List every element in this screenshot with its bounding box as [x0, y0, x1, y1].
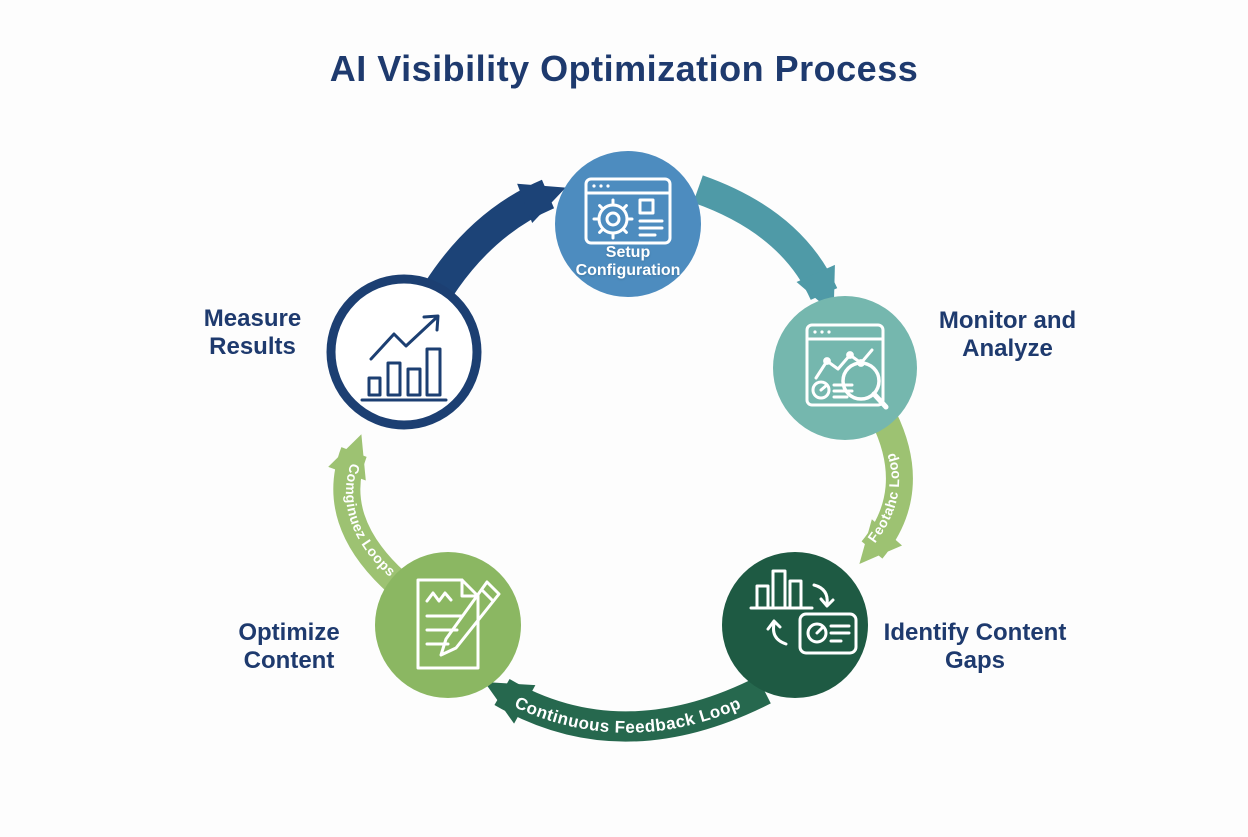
arrowhead	[484, 682, 536, 724]
node-label-identify-content-gaps: Identify Content Gaps	[883, 619, 1067, 675]
analytics-magnifier-icon	[805, 323, 889, 410]
diagram-title: AI Visibility Optimization Process	[329, 48, 919, 89]
growth-chart-icon	[360, 314, 448, 402]
node-label-optimize-content: Optimize Content	[238, 619, 340, 675]
node-label-measure-results: Measure Results	[203, 305, 302, 361]
arrow-optimize-to-measure: Comginuez Loops	[328, 434, 406, 592]
browser-gear-icon	[584, 177, 672, 245]
node-label-monitor-and-analyze: Monitor and Analyze	[938, 307, 1077, 363]
arrowhead	[859, 519, 903, 565]
document-pencil-icon	[416, 578, 501, 670]
arrow-label-continuous-loop: Comginuez Loops	[343, 462, 399, 579]
node-label-setup-configuration: Setup Configuration	[575, 244, 681, 279]
node-optimize-content	[375, 552, 521, 698]
bar-chart-report-icon	[749, 569, 858, 655]
arrowhead	[328, 434, 366, 481]
arrowhead	[517, 183, 566, 223]
arrow-identify-to-optimize: Continuous Feedback Loop	[484, 676, 771, 742]
node-setup-configuration	[555, 151, 701, 297]
arrow-monitor-to-identify: Feotahc Loop	[859, 412, 913, 565]
node-monitor-and-analyze	[773, 296, 917, 440]
node-measure-results	[326, 274, 482, 430]
